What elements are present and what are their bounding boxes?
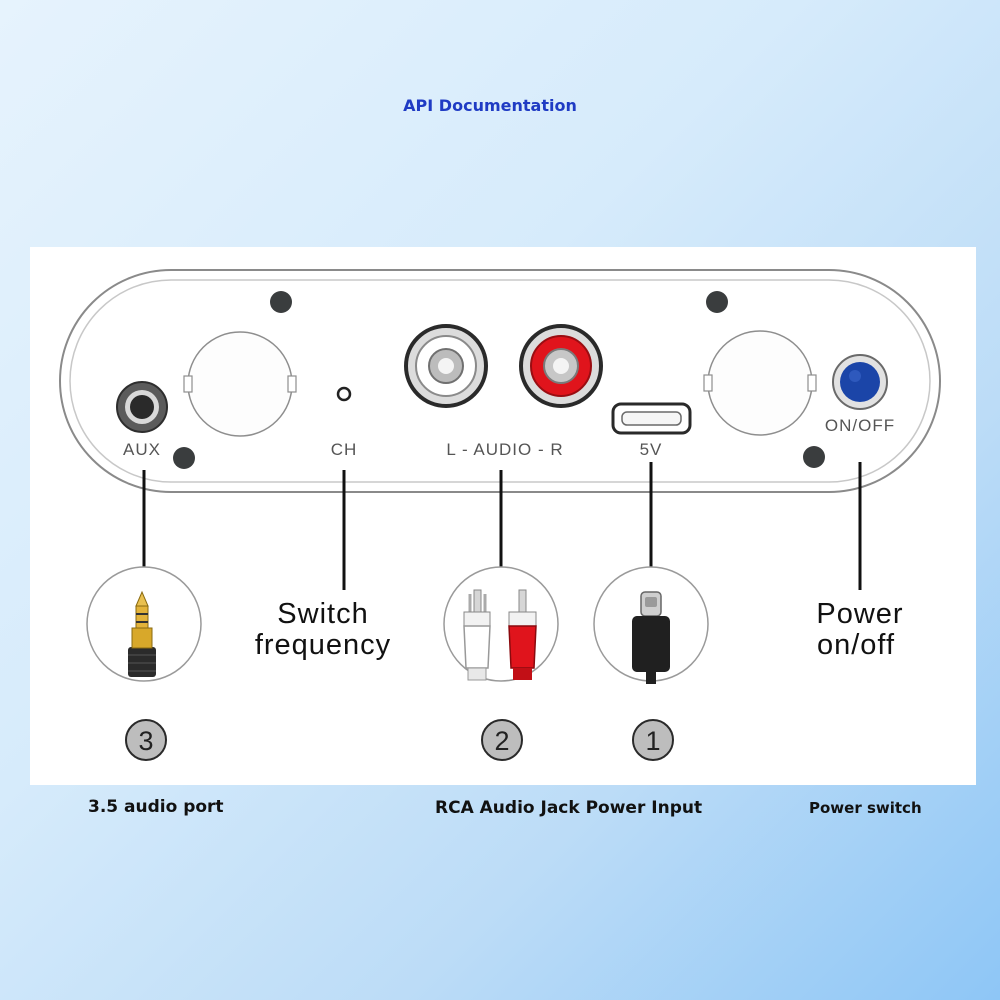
rca-plugs-icon [463,589,537,681]
power-onoff-line1: Power [816,598,903,630]
diagram-panel: AUX CH L - AUDIO - R 5V ON/OFF [30,247,976,785]
number-badge-1: 1 [632,719,674,761]
aux-port-label: AUX [123,440,161,459]
usb-c-plug-icon [632,591,670,684]
screw [270,291,292,313]
panel-cutout-left [187,331,293,437]
power-button[interactable] [832,354,888,410]
number-badge-3: 3 [125,719,167,761]
power5v-port-label: 5V [640,440,663,459]
cutout-notch [807,374,817,392]
number-badge-2-text: 2 [494,726,509,756]
onoff-label: ON/OFF [825,416,895,435]
screw [803,446,825,468]
screw [706,291,728,313]
ch-port-label: CH [331,440,358,459]
aux-jack [116,381,168,433]
rca-plug-callout [443,566,559,682]
rca-power-footer-label: RCA Audio Jack Power Input [435,798,703,818]
ch-pinhole[interactable] [336,386,352,402]
api-documentation-link[interactable]: API Documentation [403,96,577,115]
rca-jack-right [519,324,603,408]
panel-cutout-right [707,330,813,436]
aux-footer-label: 3.5 audio port [88,797,224,817]
switch-frequency-line2: frequency [255,629,391,661]
power-switch-footer-label: Power switch [809,799,922,817]
switch-frequency-line1: Switch [277,598,368,630]
device-diagram: AUX CH L - AUDIO - R 5V ON/OFF [59,269,941,761]
cutout-notch [287,375,297,393]
power-onoff-line2: on/off [817,629,895,661]
screw [173,447,195,469]
usb-c-port [611,402,692,435]
audio-port-label: L - AUDIO - R [446,440,563,459]
number-badge-3-text: 3 [138,726,153,756]
cutout-notch [183,375,193,393]
aux-plug-icon [128,590,156,677]
rca-jack-left [404,324,488,408]
number-badge-2: 2 [481,719,523,761]
number-badge-1-text: 1 [645,726,660,756]
cutout-notch [703,374,713,392]
